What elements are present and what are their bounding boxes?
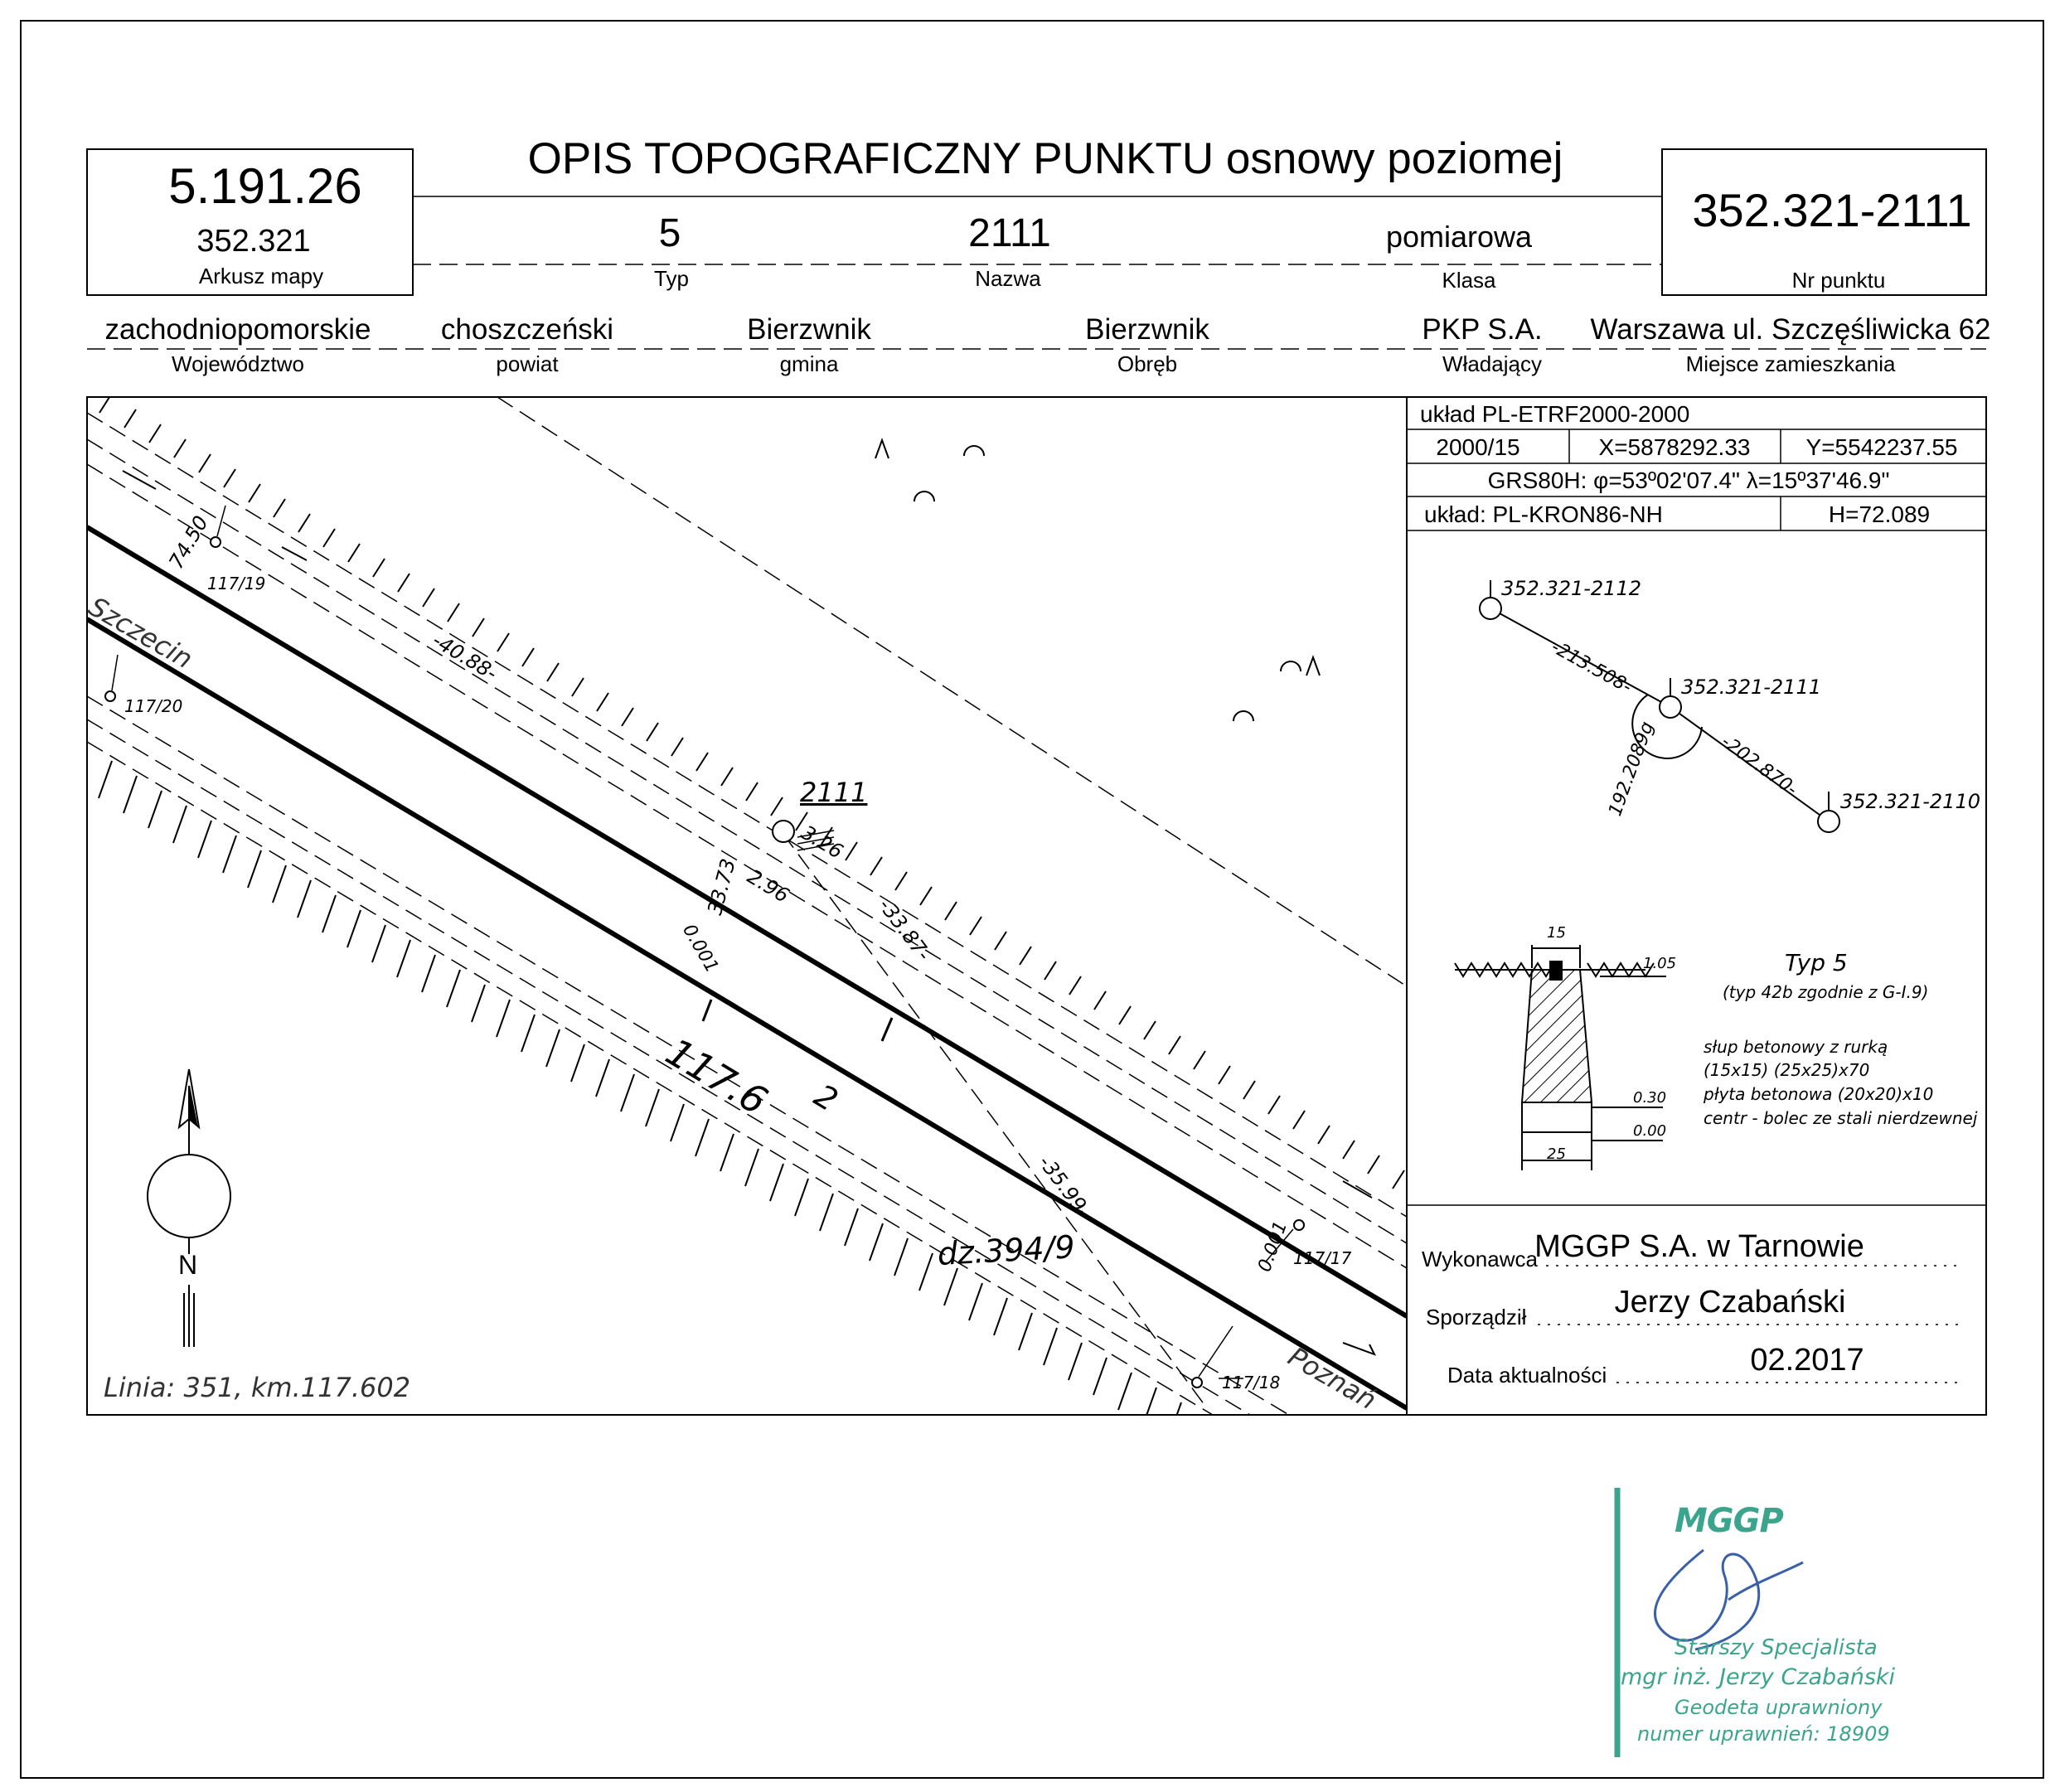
coordinate-grs80: GRS80H: φ=53º02'07.4" λ=15º37'46.9" (1487, 467, 1890, 493)
document-title: OPIS TOPOGRAFICZNY PUNKTU osnowy poziome… (527, 134, 1563, 183)
stamp-logo: MGGP (1675, 1502, 1784, 1540)
prepared-label: Sporządził (1426, 1305, 1527, 1329)
parcel-number: dz.394/9 (936, 1228, 1076, 1272)
marker-117-20: 117/20 (124, 696, 183, 716)
map-frame (86, 396, 1987, 1416)
type-value: 5 (658, 211, 681, 255)
stamp-signature (1614, 1488, 1804, 1757)
precinct-label: Obręb (1117, 351, 1178, 376)
residence-label: Miejsce zamieszkania (1685, 351, 1896, 376)
point-number: 352.321-2111 (1692, 184, 1972, 236)
line-info: Linia: 351, km.117.602 (104, 1372, 411, 1403)
point-number-box (1661, 148, 1987, 296)
marker-level-2: 0.30 (1633, 1089, 1667, 1107)
stamp-line-1: Starszy Specjalista (1675, 1635, 1878, 1660)
owner-label: Władający (1442, 351, 1542, 376)
survey-point-name: 2111 (800, 777, 868, 808)
reference-point-a: 352.321-2112 (1501, 577, 1641, 600)
owner-value: PKP S.A. (1422, 313, 1543, 346)
marker-desc-3: płyta betonowa (20x20)x10 (1704, 1084, 1934, 1104)
coordinate-x: X=5878292.33 (1598, 434, 1751, 460)
marker-dim-top: 15 (1547, 924, 1566, 942)
commune-value: Bierzwnik (747, 313, 871, 346)
reference-diagram-drawing (1479, 580, 1840, 833)
marker-level-1: 1.05 (1643, 955, 1677, 972)
coordinate-y: Y=5542237.55 (1805, 434, 1958, 460)
height-system: układ: PL-KRON86-NH (1424, 501, 1663, 527)
residence-value: Warszawa ul. Szczęśliwicka 62 (1590, 313, 1991, 346)
coordinate-system: układ PL-ETRF2000-2000 (1420, 401, 1690, 427)
voivodeship-label: Województwo (172, 351, 304, 376)
reference-point-center: 352.321-2111 (1681, 676, 1821, 699)
name-value: 2111 (968, 211, 1051, 255)
height-value: H=72.089 (1828, 501, 1931, 527)
stamp-line-2: mgr inż. Jerzy Czabański (1621, 1664, 1896, 1690)
surveyor-stamp: MGGP Starszy Specjalista mgr inż. Jerzy … (1612, 1484, 1911, 1765)
sheet-code: 5.191.26 (168, 158, 362, 214)
sheet-label: Arkusz mapy (198, 264, 324, 288)
coordinate-zone: 2000/15 (1436, 434, 1520, 460)
marker-desc-4: centr - bolec ze stali nierdzewnej (1704, 1108, 1978, 1128)
marker-desc-1: słup betonowy z rurką (1704, 1037, 1888, 1057)
type-label: Typ (654, 266, 689, 291)
date-label: Data aktualności (1447, 1363, 1607, 1388)
marker-type-title: Typ 5 (1785, 949, 1848, 976)
county-label: powiat (496, 351, 559, 376)
point-number-label: Nr punktu (1791, 268, 1886, 293)
marker-level-3: 0.00 (1633, 1122, 1667, 1140)
sheet-box (86, 148, 414, 296)
north-label: N (178, 1250, 198, 1280)
outer-border (20, 20, 2044, 1779)
voivodeship-value: zachodniopomorskie (104, 313, 371, 346)
marker-117-19: 117/19 (207, 574, 266, 593)
reference-point-b: 352.321-2110 (1840, 790, 1980, 813)
marker-117-18: 117/18 (1222, 1373, 1281, 1392)
contractor-value: MGGP S.A. w Tarnowie (1534, 1229, 1864, 1264)
contractor-label: Wykonawca (1422, 1247, 1538, 1271)
map-sketch-drawing (87, 397, 1407, 1415)
commune-label: gmina (779, 351, 839, 376)
class-label: Klasa (1442, 268, 1496, 293)
name-label: Nazwa (975, 266, 1041, 291)
precinct-value: Bierzwnik (1085, 313, 1209, 346)
marker-dim-bottom: 25 (1547, 1145, 1566, 1163)
marker-117-17: 117/17 (1293, 1248, 1352, 1268)
county-value: choszczeński (440, 313, 614, 346)
stamp-line-4: numer uprawnień: 18909 (1637, 1722, 1890, 1746)
north-arrow-drawing (147, 1068, 231, 1347)
date-value: 02.2017 (1750, 1343, 1864, 1378)
marker-cross-section (1454, 945, 1666, 1170)
sheet-number: 352.321 (196, 224, 311, 259)
class-value: pomiarowa (1385, 220, 1533, 254)
marker-desc-2: (15x15) (25x25)x70 (1704, 1060, 1870, 1080)
marker-type-note: (typ 42b zgodnie z G-I.9) (1723, 982, 1929, 1002)
stamp-line-3: Geodeta uprawniony (1675, 1696, 1883, 1719)
prepared-value: Jerzy Czabański (1614, 1285, 1846, 1320)
